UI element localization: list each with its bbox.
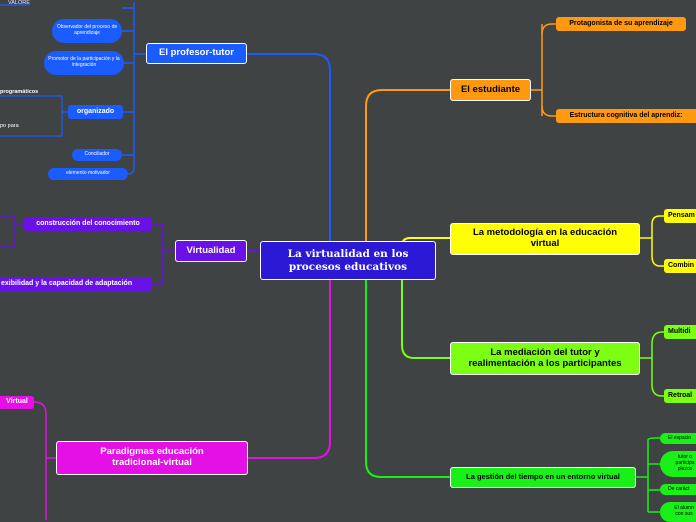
retroal-label: Retroal [668,391,693,399]
multidi-label: Multidi [668,327,691,335]
motivador-node[interactable]: elemento motivador [48,168,128,180]
flexibilidad-node[interactable]: exibilidad y la capacidad de adaptación [0,277,152,291]
retroal-node[interactable]: Retroal [664,389,696,403]
promotor-label: Promotor de la participación y la integr… [48,56,120,68]
virtual-node[interactable]: Virtual [0,396,34,409]
estructura-label: Estructura cognitiva del aprendiz: [569,111,683,119]
valore-text: VALORE [8,0,30,6]
espacio-node[interactable]: El espacio [660,433,696,444]
promotor-node[interactable]: Promotor de la participación y la integr… [44,51,124,75]
flexibilidad-label: exibilidad y la capacidad de adaptación [1,279,133,287]
protagonista-node[interactable]: Protagonista de su aprendizaje [556,17,686,31]
observador-label: Observador del proceso de aprendizaje [56,24,118,36]
conciliador-node[interactable]: Conciliador [72,149,122,161]
motivador-label: elemento motivador [66,170,110,177]
gestion-label: La gestión del tiempo en un entorno virt… [466,472,620,482]
programaticos-text: programáticos [0,89,39,95]
metodologia-label: La metodología en la educación virtual [472,227,618,249]
center-topic-label: La virtualidad en los procesos educativo… [287,248,409,273]
tutor-plazos-node[interactable]: tutor o participa plazos [660,451,696,477]
organizado-label: organizado [76,107,115,115]
organizado-node[interactable]: organizado [68,105,123,119]
para-text: po para [0,123,19,129]
paradigmas-node[interactable]: Paradigmas educación tradicional-virtual [56,441,248,475]
espacio-label: El espacio [668,434,692,441]
alumno-label: El alumn con sus [674,505,694,517]
construccion-node[interactable]: construcción del conocimiento [24,217,152,231]
conciliador-label: Conciliador [84,151,110,158]
gestion-node[interactable]: La gestión del tiempo en un entorno virt… [450,467,636,488]
estudiante-node[interactable]: El estudiante [450,79,531,101]
caracter-label: De caráct [668,485,690,492]
caracter-node[interactable]: De caráct [660,484,696,495]
alumno-node[interactable]: El alumn con sus [660,502,696,522]
mediacion-label: La mediación del tutor y realimentación … [468,346,622,369]
paradigmas-label: Paradigmas educación tradicional-virtual [100,446,204,468]
tutor-plazos-label: tutor o participa plazos [675,454,695,472]
metodologia-node[interactable]: La metodología en la educación virtual [450,223,640,255]
profesor-tutor-label: El profesor-tutor [159,47,234,59]
virtualidad-node[interactable]: Virtualidad [175,240,247,262]
protagonista-label: Protagonista de su aprendizaje [569,19,673,27]
pensam-node[interactable]: Pensam [664,209,696,223]
pensam-label: Pensam [668,211,695,219]
center-topic[interactable]: La virtualidad en los procesos educativo… [260,241,436,280]
mediacion-node[interactable]: La mediación del tutor y realimentación … [450,342,640,375]
construccion-label: construcción del conocimiento [36,219,140,227]
profesor-tutor-node[interactable]: El profesor-tutor [146,43,247,64]
observador-node[interactable]: Observador del proceso de aprendizaje [52,19,122,43]
virtual-label: Virtual [6,398,28,406]
multidi-node[interactable]: Multidi [664,325,696,339]
estudiante-label: El estudiante [460,83,521,95]
combin-label: Combin [668,261,695,269]
combin-node[interactable]: Combin [664,259,696,273]
virtualidad-label: Virtualidad [186,244,236,256]
estructura-node[interactable]: Estructura cognitiva del aprendiz: [556,109,696,123]
